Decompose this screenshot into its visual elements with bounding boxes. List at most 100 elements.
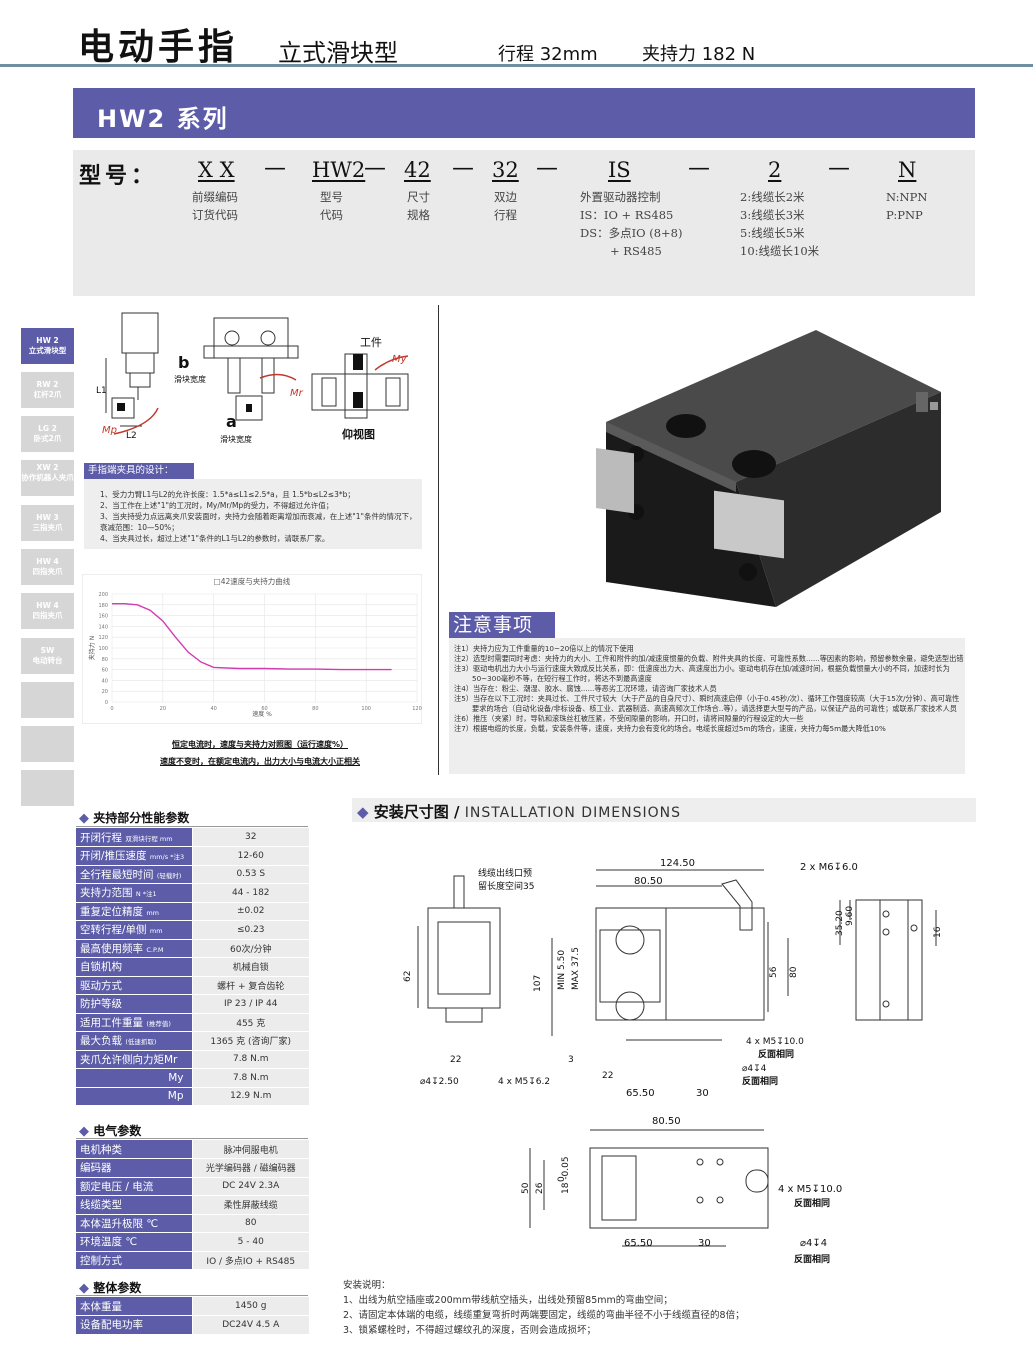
side-tab-blank <box>21 682 74 718</box>
chart-caption-2: 速度不变时，在额定电流内，出力大小与电流大小正相关 <box>160 757 360 766</box>
spec-value: IO / 多点IO + RS485 <box>191 1251 309 1270</box>
dim-56: 56 <box>769 966 779 978</box>
table-row: 空转行程/单侧 mm≤0.23 <box>76 920 309 940</box>
design-title: 手指端夹具的设计： <box>84 463 194 479</box>
spec-value: 7.8 N.m <box>191 1068 309 1088</box>
dim-hole1: 4 x M5↧10.0 <box>746 1037 804 1047</box>
spec-key: 本体重量 <box>76 1297 192 1316</box>
model-code-panel <box>73 150 975 296</box>
y-tick-label: 160 <box>98 614 108 620</box>
x-tick-label: 20 <box>160 706 166 712</box>
y-tick-label: 20 <box>102 689 108 695</box>
spec-value: DC 24V 2.3A <box>191 1177 309 1196</box>
notice-panel <box>449 638 965 774</box>
dim-same1: 反面相同 <box>758 1048 794 1060</box>
chart-frame <box>82 574 422 724</box>
page-subtitle: 立式滑块型 <box>278 39 398 67</box>
dim-16: 16 <box>933 926 943 938</box>
dim-m5-left: 4 x M5↧6.2 <box>498 1077 550 1087</box>
model-code-prefix: X X <box>198 158 235 182</box>
spec-value: 60次/分钟 <box>191 939 309 958</box>
spec-value: 32 <box>191 828 309 847</box>
model-code-driver: IS <box>608 158 631 182</box>
x-axis-label: 速度 % <box>252 710 272 718</box>
spec-key: 自锁机构 <box>76 957 192 977</box>
side-tab-blank <box>21 726 74 762</box>
label-mr: Mr <box>290 388 304 399</box>
spec-value: ±0.02 <box>191 902 309 921</box>
spec-key: 电机种类 <box>76 1140 192 1159</box>
dim-max: MAX 37.5 <box>571 947 581 990</box>
series-banner <box>73 88 975 138</box>
dim-bsame2: 反面相同 <box>794 1253 830 1265</box>
dim-b18: 18 -0.05 <box>561 1156 571 1194</box>
stroke-spec: 行程 32mm <box>498 44 598 65</box>
spec-value: 1365 克 (咨询厂家) <box>191 1031 309 1051</box>
dim-107: 107 <box>533 975 543 992</box>
spec-value: 柔性屏蔽线缆 <box>191 1195 309 1215</box>
model-dash: — <box>688 156 710 181</box>
spec-key: 控制方式 <box>76 1251 192 1270</box>
spec-value: 1450 g <box>191 1297 309 1316</box>
dim-b8050: 80.50 <box>652 1116 681 1127</box>
spec-key: 编码器 <box>76 1158 192 1178</box>
spec-value: ≤0.23 <box>191 920 309 940</box>
spec-key: 全行程最短时间 (轻载时) <box>76 865 192 884</box>
diamond-icon: ◆ <box>357 803 369 821</box>
model-desc-stroke: 双边行程 <box>494 190 517 222</box>
dim-22b: 22 <box>602 1071 613 1081</box>
y-tick-label: 180 <box>98 603 108 609</box>
dim-bpin: ⌀4↧4 <box>800 1238 827 1249</box>
install-heading: ◆ 安装尺寸图 / INSTALLATION DIMENSIONS <box>357 803 681 821</box>
model-code-type: HW2 <box>312 158 366 182</box>
label-my: My <box>392 354 408 365</box>
diamond-icon: ◆ <box>79 1281 89 1296</box>
perf-heading: ◆ 夹持部分性能参数 <box>79 811 190 826</box>
spec-value: 12.9 N.m <box>191 1087 309 1106</box>
spec-key: 最高使用频率 C.P.M <box>76 939 192 958</box>
x-tick-label: 100 <box>361 706 371 712</box>
label-l1: L1 <box>96 386 107 396</box>
notice-title: 注意事项 <box>449 612 555 638</box>
page-title: 电动手指 <box>78 27 239 68</box>
dim-3520: 35.20 <box>835 910 845 936</box>
spec-key: My <box>76 1068 192 1088</box>
spec-value: 80 <box>191 1214 309 1233</box>
table-row: 线缆类型柔性屏蔽线缆 <box>76 1195 309 1215</box>
y-tick-label: 120 <box>98 635 108 641</box>
series-title: HW2 系列 <box>97 105 229 133</box>
design-panel <box>84 479 422 549</box>
model-dash: — <box>364 156 386 181</box>
design-notes: 1、受力力臂L1与L2的允许长度：1.5*a≤L1≤2.5*a，且 1.5*b≤… <box>100 490 417 543</box>
spec-key: 夹爪允许侧向力矩Mr <box>76 1050 192 1069</box>
spec-key: 线缆类型 <box>76 1195 192 1215</box>
spec-value: 12-60 <box>191 846 309 866</box>
dim-b26: 26 <box>535 1182 545 1194</box>
dim-6550: 65.50 <box>626 1088 655 1099</box>
label-bottom-view: 仰视图 <box>342 427 375 441</box>
dim-cable2: 留长度空间35 <box>478 880 534 892</box>
spec-key: 本体温升极限 ℃ <box>76 1214 192 1233</box>
dim-80: 80 <box>789 966 799 978</box>
x-tick-label: 40 <box>210 706 216 712</box>
